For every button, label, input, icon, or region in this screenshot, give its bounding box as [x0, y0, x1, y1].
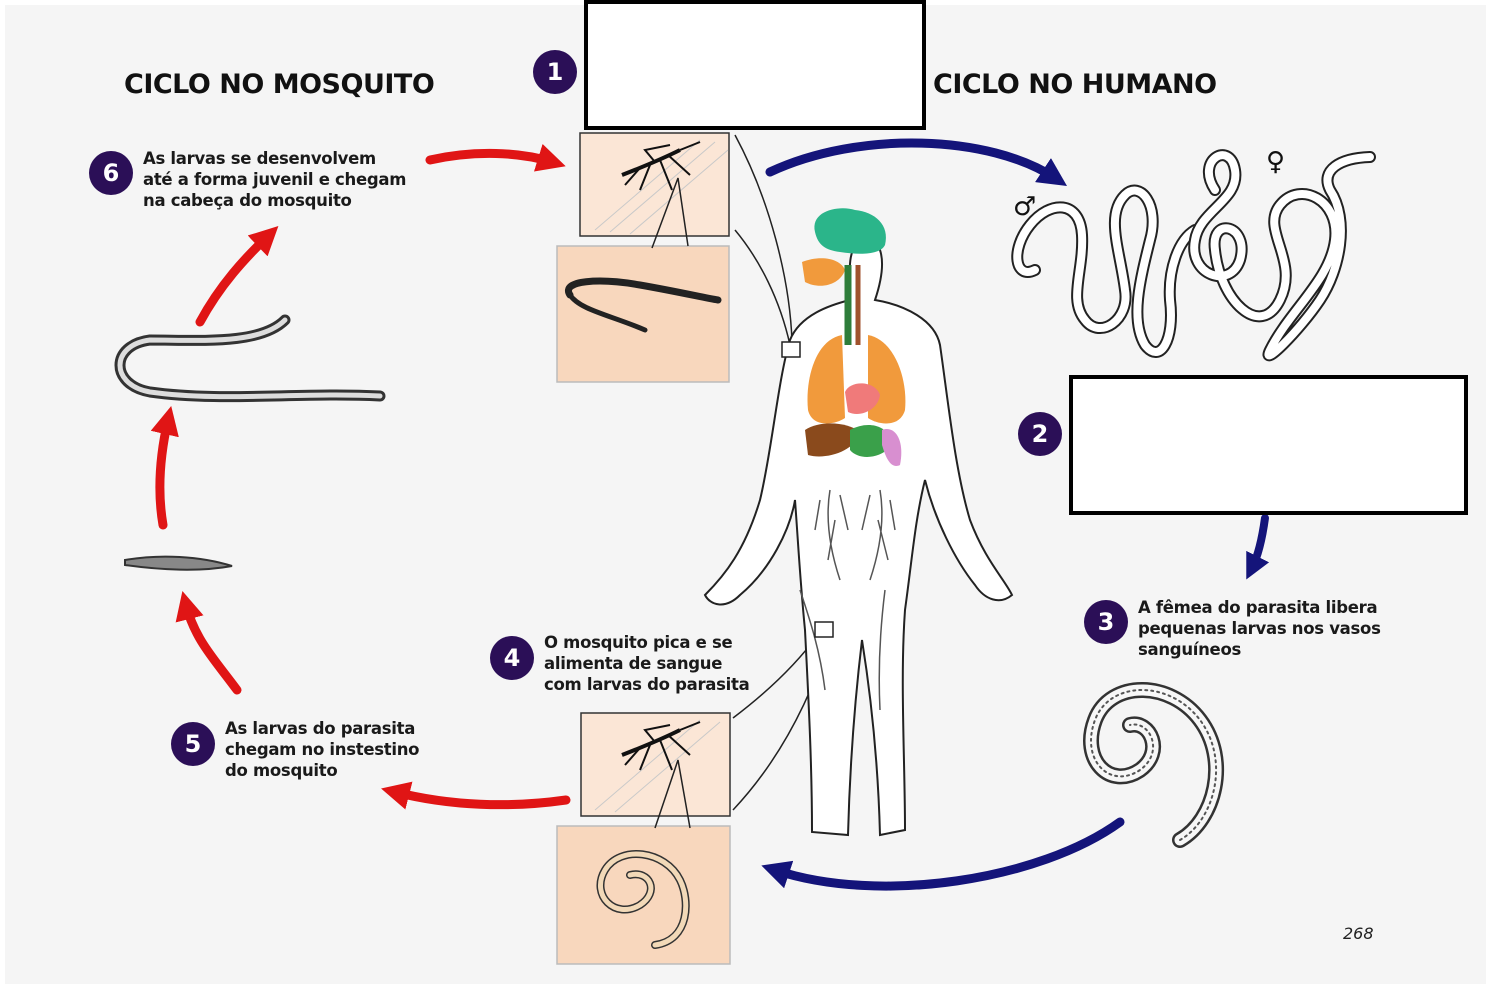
- human-cycle-heading: CICLO NO HUMANO: [933, 69, 1217, 100]
- step-6-line: na cabeça do mosquito: [143, 190, 406, 211]
- step-5-text: As larvas do parasita chegam no instesti…: [225, 718, 419, 781]
- step-5-badge: 5: [171, 722, 215, 766]
- step-4-line: com larvas do parasita: [544, 674, 749, 695]
- inset-mosquito-bite-top: [580, 133, 729, 236]
- step-6-line: até a forma juvenil e chegam: [143, 169, 406, 190]
- mosquito-cycle-heading: CICLO NO MOSQUITO: [124, 69, 434, 100]
- step-5-line: chegam no instestino: [225, 739, 419, 760]
- step-3-line: pequenas larvas nos vasos: [1138, 618, 1381, 639]
- inset-larva-bottom: [557, 826, 730, 964]
- step-5-line: As larvas do parasita: [225, 718, 419, 739]
- page-number: 268: [1343, 924, 1374, 943]
- male-symbol: ♂: [1013, 192, 1036, 222]
- step-4-line: O mosquito pica e se: [544, 632, 749, 653]
- step-1-badge: 1: [533, 50, 577, 94]
- step-3-badge: 3: [1084, 600, 1128, 644]
- step-5-line: do mosquito: [225, 760, 419, 781]
- step-3-text: A fêmea do parasita libera pequenas larv…: [1138, 597, 1381, 660]
- step-4-badge: 4: [490, 636, 534, 680]
- inset-larva-top: [557, 246, 729, 382]
- step-1-blank-answer-box[interactable]: [584, 0, 926, 130]
- inset-mosquito-bite-bottom: [581, 713, 730, 816]
- step-6-text: As larvas se desenvolvem até a forma juv…: [143, 148, 406, 211]
- female-symbol: ♀: [1266, 147, 1285, 177]
- step-4-line: alimenta de sangue: [544, 653, 749, 674]
- step-3-line: sanguíneos: [1138, 639, 1381, 660]
- step-6-line: As larvas se desenvolvem: [143, 148, 406, 169]
- step-2-badge: 2: [1018, 412, 1062, 456]
- step-6-badge: 6: [89, 151, 133, 195]
- step-2-blank-answer-box[interactable]: [1069, 375, 1468, 515]
- step-4-text: O mosquito pica e se alimenta de sangue …: [544, 632, 749, 695]
- step-3-line: A fêmea do parasita libera: [1138, 597, 1381, 618]
